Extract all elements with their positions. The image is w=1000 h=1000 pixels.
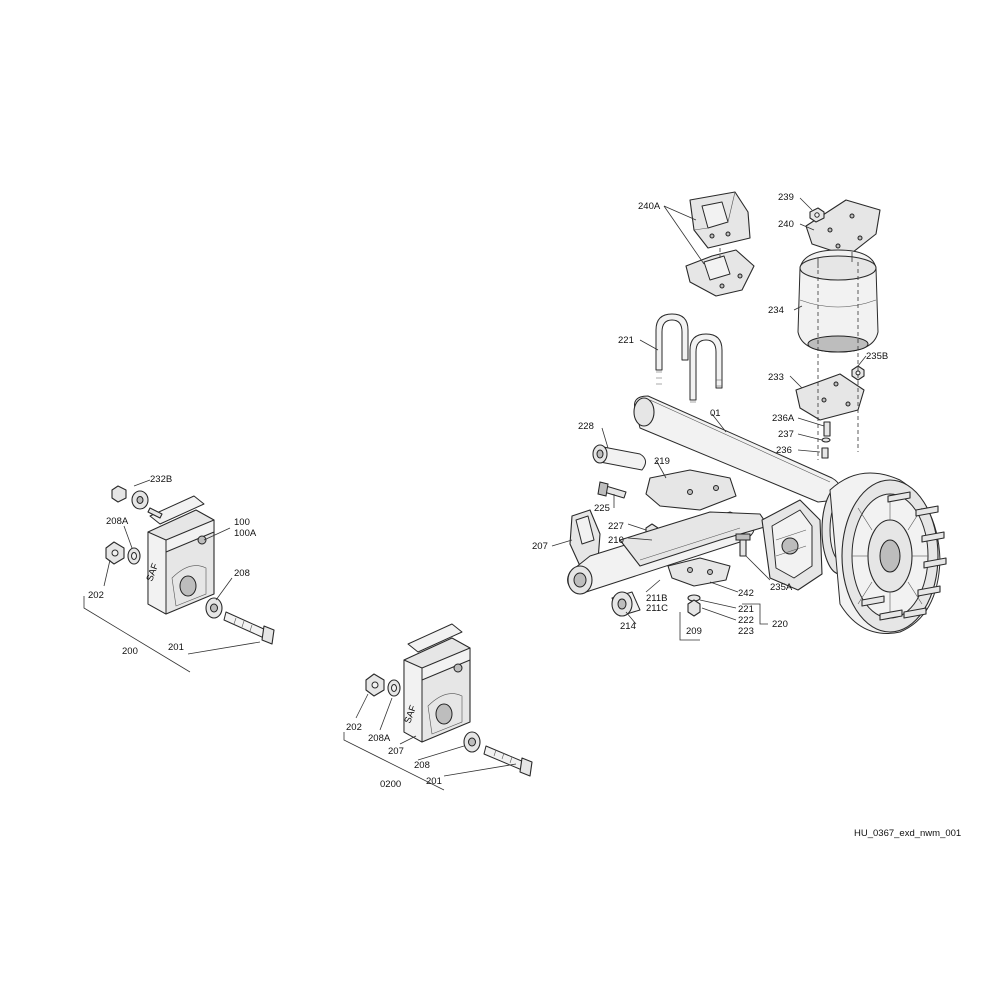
- label-235B: 235B: [866, 351, 888, 362]
- label-200: 200: [122, 646, 138, 657]
- label-202-left: 202: [88, 590, 104, 601]
- hanger-207-right: [569, 509, 601, 567]
- label-219: 219: [654, 456, 670, 467]
- label-240A: 240A: [638, 201, 661, 212]
- label-221-bottom: 221: [738, 604, 754, 615]
- leader-lines-right: [551, 197, 867, 641]
- label-209: 209: [686, 626, 702, 637]
- label-01: 01: [710, 408, 721, 419]
- drawing-reference: HU_0367_exd_nwm_001: [854, 828, 961, 839]
- bushing-228: [592, 444, 646, 471]
- label-236: 236: [776, 445, 792, 456]
- bolt-236A: [823, 421, 831, 437]
- label-208A-bottom: 208A: [368, 733, 391, 744]
- hanger-100: SAF: [144, 495, 215, 615]
- label-208-left: 208: [234, 568, 250, 579]
- nut-202-bottom: [365, 673, 385, 697]
- bracket-242: [667, 557, 731, 587]
- leader-lines-left: [83, 479, 261, 673]
- wheel-studs: [861, 491, 947, 621]
- nut-202-left: [105, 541, 125, 565]
- bracket-240A-lower: [685, 249, 755, 297]
- label-234: 234: [768, 305, 784, 316]
- air-spring-234: [797, 249, 879, 353]
- nut-239: [809, 207, 825, 223]
- leader-lines-bottom: [343, 693, 517, 791]
- washer-208-bottom: [463, 731, 481, 753]
- nut-232B: [111, 485, 163, 519]
- bushing-214: [611, 591, 641, 617]
- label-208-bottom: 208: [414, 760, 430, 771]
- label-207-bottom: 207: [388, 746, 404, 757]
- bolt-236: [821, 447, 829, 459]
- label-214: 214: [620, 621, 636, 632]
- bolt-201-left: [223, 611, 275, 645]
- label-242: 242: [738, 588, 754, 599]
- nut-223: [687, 599, 701, 617]
- lower-plate-233: [795, 373, 865, 421]
- washer-208A-bottom: [387, 679, 401, 697]
- label-201-left: 201: [168, 642, 184, 653]
- brake-caliper: [761, 499, 823, 591]
- wheel-hub: [829, 472, 941, 634]
- label-221-top: 221: [618, 335, 634, 346]
- bolt-225: [597, 481, 627, 499]
- u-bolt-221: [655, 313, 723, 403]
- label-210: 210: [608, 535, 624, 546]
- bracket-219: [645, 469, 737, 511]
- label-202-bottom: 202: [346, 722, 362, 733]
- label-236A: 236A: [772, 413, 795, 424]
- label-232B: 232B: [150, 474, 172, 485]
- bolt-201-bottom: [483, 745, 533, 777]
- callout-labels: 240A 239 240 234 235B 233 221 01 236A 23…: [88, 192, 888, 790]
- label-207-right: 207: [532, 541, 548, 552]
- trailing-arm-211: [567, 511, 769, 595]
- label-239: 239: [778, 192, 794, 203]
- label-235A: 235A: [770, 582, 793, 593]
- bolt-235A: [735, 533, 751, 557]
- label-211C: 211C: [646, 603, 668, 614]
- washer-237: [821, 437, 831, 443]
- label-201-bottom: 201: [426, 776, 442, 787]
- label-237: 237: [778, 429, 794, 440]
- hanger-0200: SAF: [402, 623, 471, 743]
- label-227: 227: [608, 521, 624, 532]
- label-240: 240: [778, 219, 794, 230]
- bracket-240A-upper: [689, 191, 751, 249]
- washer-208-left: [205, 597, 223, 619]
- label-223: 223: [738, 626, 754, 637]
- label-225: 225: [594, 503, 610, 514]
- label-233: 233: [768, 372, 784, 383]
- label-220: 220: [772, 619, 788, 630]
- label-100: 100: [234, 517, 250, 528]
- washer-208A-left: [127, 547, 141, 565]
- label-0200: 0200: [380, 779, 401, 790]
- label-211B: 211B: [646, 593, 667, 604]
- label-208A-left: 208A: [106, 516, 129, 527]
- label-222: 222: [738, 615, 754, 626]
- label-100A: 100A: [234, 528, 257, 539]
- label-228: 228: [578, 421, 594, 432]
